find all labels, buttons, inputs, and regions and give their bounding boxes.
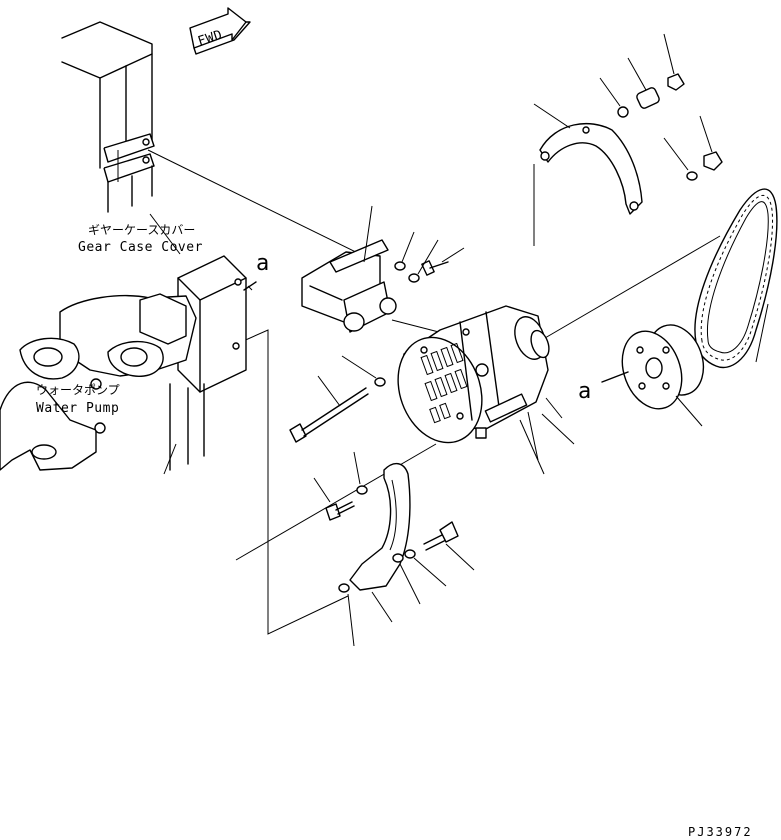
lower-left-fasteners: [313, 451, 368, 521]
water-pump: [0, 293, 197, 471]
ref-a-right-label: a: [578, 379, 591, 404]
alternator: [397, 305, 575, 475]
bracket-fasteners: [394, 231, 465, 283]
gear-case-cover-label: ギヤーケースカバー Gear Case Cover: [78, 223, 203, 255]
upper-fasteners: [599, 33, 723, 181]
water-pump-label-jp: ウォータポンプ: [36, 383, 120, 397]
pulley: [621, 324, 705, 427]
fwd-arrow-label: FWD: [196, 28, 224, 50]
v-belt: [694, 188, 778, 369]
long-bolt: [289, 355, 386, 443]
alternator-cooling-slots: [420, 342, 468, 424]
drawing-code: PJ33972: [688, 825, 753, 839]
reference-marker-a-right: a: [578, 371, 629, 404]
gear-case-cover: [149, 213, 247, 475]
ref-a-left-label: a: [256, 251, 269, 276]
adjusting-bolt: [404, 521, 475, 587]
upper-adjusting-plate: [533, 103, 643, 215]
alternator-bracket: [301, 205, 397, 333]
gear-case-cover-label-jp: ギヤーケースカバー: [88, 223, 195, 237]
reference-marker-a-left: a: [243, 251, 269, 291]
gear-case-cover-label-en: Gear Case Cover: [78, 240, 203, 255]
water-pump-label: ウォータポンプ Water Pump: [36, 383, 120, 416]
engine-block: [61, 21, 155, 213]
adjusting-arm: [338, 463, 421, 647]
fwd-arrow: FWD: [189, 7, 251, 55]
water-pump-label-en: Water Pump: [36, 401, 119, 416]
